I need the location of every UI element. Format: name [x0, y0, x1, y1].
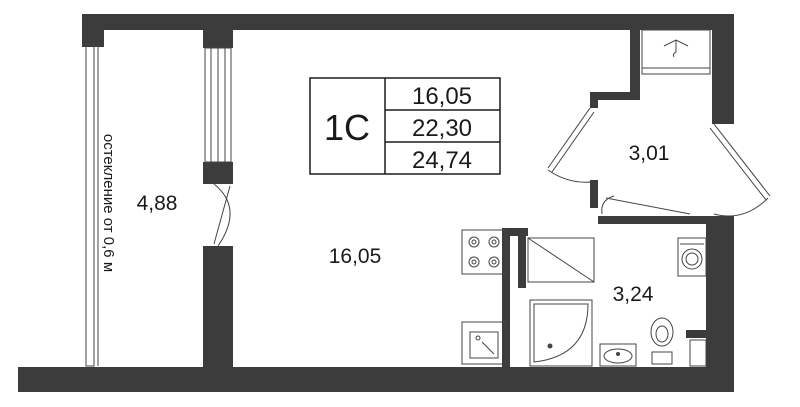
- wardrobe-frame: [641, 29, 711, 75]
- wall-right-upper: [712, 22, 734, 124]
- area-table-value-3: 24,74: [412, 147, 472, 174]
- unit-type-label: 1С: [324, 107, 370, 148]
- wall-top: [82, 14, 734, 30]
- wall-bath-right: [706, 216, 714, 372]
- balcony: [85, 43, 99, 367]
- area-table-value-1: 16,05: [412, 83, 472, 110]
- hall-door-right-swing: [713, 197, 769, 217]
- bath-door-swing: [601, 195, 615, 215]
- balcony-area-label: 4,88: [137, 192, 178, 215]
- wall-shaft: [686, 330, 714, 338]
- hall-area-label: 3,01: [629, 142, 670, 165]
- stove-icon: [461, 229, 507, 275]
- wall-partition-mid: [203, 162, 233, 184]
- ventilation-shaft: [689, 339, 707, 367]
- wall-bottom: [18, 367, 734, 392]
- balcony-door-leaf: [213, 185, 231, 245]
- hall-door-right-leaf: [713, 123, 771, 197]
- wall-hall-left: [590, 180, 598, 208]
- area-table-frame: [309, 77, 501, 175]
- hall-door-left-swing: [547, 169, 593, 183]
- washbasin-icon: [599, 343, 637, 367]
- living-area-label: 16,05: [329, 245, 382, 268]
- balcony-door: [213, 183, 231, 247]
- utility-box: [527, 237, 595, 283]
- bath-door-leaf: [605, 197, 691, 215]
- toilet-icon: [650, 317, 674, 365]
- area-table: [309, 77, 501, 175]
- wall-partition-lower: [203, 246, 233, 371]
- sink-icon: [461, 321, 507, 365]
- balcony-door-swing: [213, 183, 231, 247]
- wall-right-lower: [712, 216, 734, 374]
- wall-bath-top-left: [502, 228, 528, 236]
- hanger-icon: [663, 39, 689, 58]
- window: [204, 47, 232, 163]
- wall-partition-upper: [203, 22, 233, 48]
- wardrobe: [641, 29, 711, 75]
- walls: [18, 14, 734, 392]
- balcony-glazing-note: остекление от 0,6 м: [100, 134, 117, 272]
- washing-machine-icon: [677, 237, 707, 277]
- hall-door-right-leaf-2: [709, 127, 767, 201]
- hall-door-left-leaf-2: [551, 111, 595, 173]
- wall-niche-left: [630, 22, 640, 98]
- wall-bath-top-right: [598, 216, 714, 224]
- area-table-value-2: 22,30: [412, 115, 472, 142]
- wall-bath-left: [502, 228, 510, 373]
- shower-icon: [529, 299, 593, 367]
- wall-left-balcony: [82, 14, 104, 47]
- wall-hall-top: [590, 92, 640, 108]
- hall-doors: [547, 107, 771, 217]
- hall-door-left-leaf: [547, 107, 591, 169]
- balcony-frame: [85, 43, 95, 367]
- bathroom-area-label: 3,24: [613, 283, 654, 306]
- wall-bath-inner: [518, 228, 526, 288]
